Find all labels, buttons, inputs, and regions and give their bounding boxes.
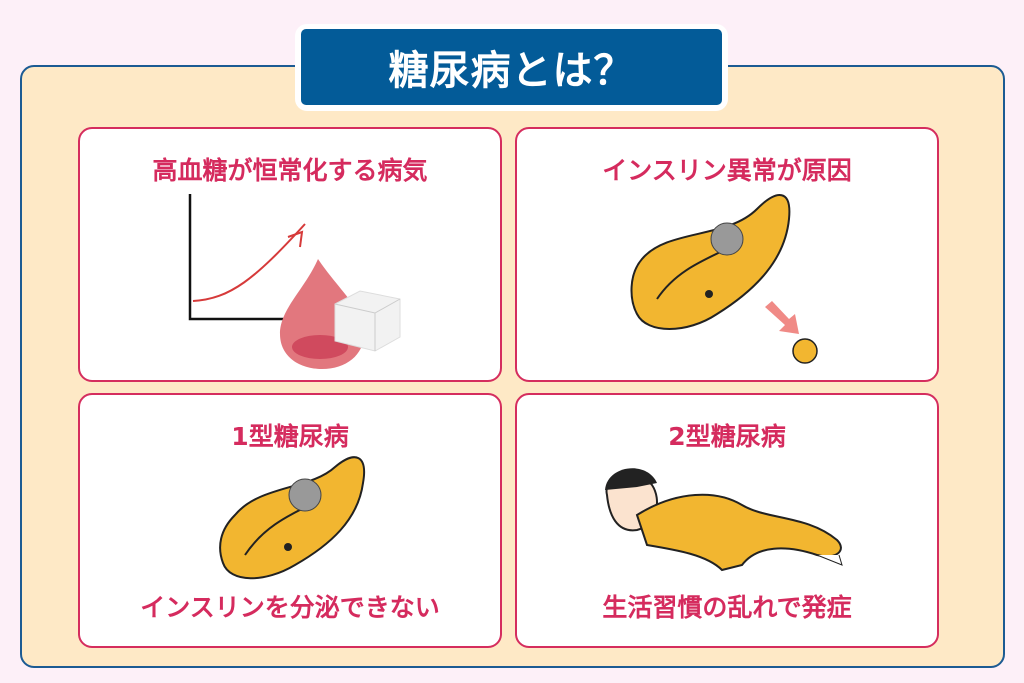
card-high-blood-sugar: 高血糖が恒常化する病気: [78, 127, 502, 382]
page-title: 糖尿病とは？: [301, 29, 722, 105]
title-box: 糖尿病とは？: [295, 24, 728, 111]
lying-person-illustration: [605, 468, 843, 572]
card-type2: 2型糖尿病 生活習慣の乱れで発症: [515, 393, 939, 648]
pancreas-illustration: [219, 456, 366, 580]
card-caption: インスリンを分泌できない: [140, 593, 440, 622]
card-title: インスリン異常が原因: [602, 156, 852, 185]
card-caption: 生活習慣の乱れで発症: [602, 593, 852, 622]
card-title: 高血糖が恒常化する病気: [152, 156, 428, 185]
card-title: 1型糖尿病: [231, 422, 349, 451]
card-type1: 1型糖尿病 インスリンを分泌できない: [78, 393, 502, 648]
card-title: 2型糖尿病: [668, 422, 786, 451]
pancreas-illustration: [630, 194, 818, 364]
card-insulin-cause: インスリン異常が原因: [515, 127, 939, 382]
blood-sugar-chart-illustration: [188, 194, 401, 369]
